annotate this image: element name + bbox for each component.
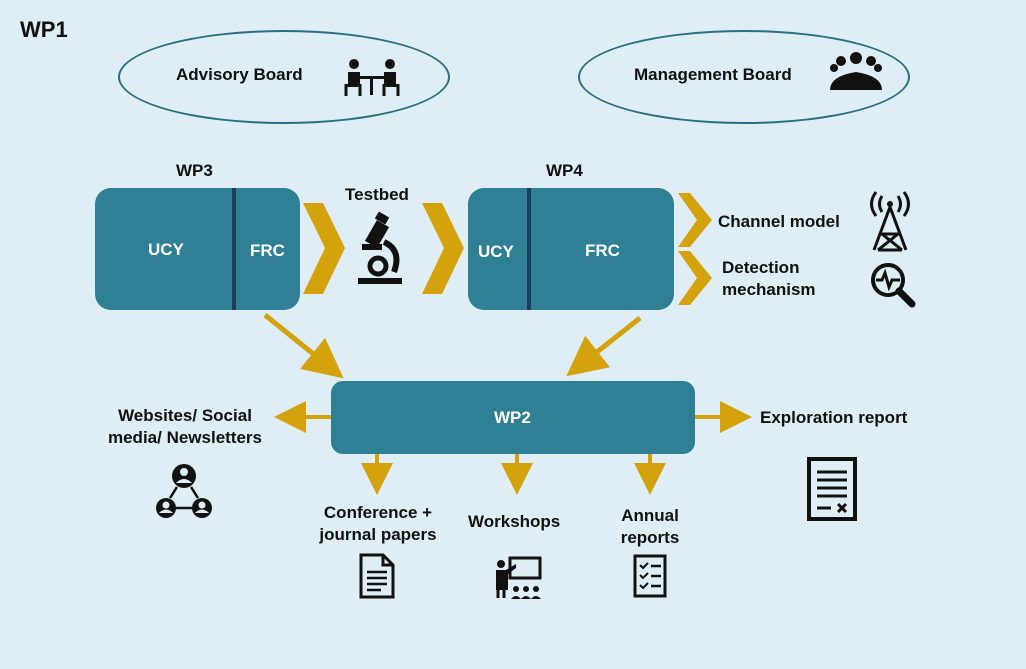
chevron-arrow-detection bbox=[678, 251, 712, 305]
diagram-title: WP1 bbox=[20, 17, 68, 42]
testbed-label: Testbed bbox=[345, 185, 409, 204]
exploration-label: Exploration report bbox=[760, 408, 908, 427]
advisory-board-ellipse bbox=[118, 30, 450, 124]
arrow-wp3-to-wp2 bbox=[263, 313, 344, 379]
wp2-box bbox=[331, 381, 695, 454]
group-icon bbox=[830, 52, 882, 90]
chevron-arrow-1 bbox=[303, 203, 345, 294]
antenna-tower-icon bbox=[870, 191, 910, 252]
wp3-title: WP3 bbox=[176, 161, 213, 180]
wp4-divider bbox=[527, 188, 531, 310]
presenter-icon bbox=[496, 556, 542, 599]
annual-line2: reports bbox=[620, 528, 680, 547]
conference-line2: journal papers bbox=[319, 525, 437, 544]
wp2-label: WP2 bbox=[494, 408, 531, 427]
wp3-box bbox=[95, 188, 300, 310]
websites-line2: media/ Newsletters bbox=[107, 428, 262, 447]
network-people-icon bbox=[156, 464, 212, 518]
wp4-box bbox=[468, 188, 674, 310]
microscope-icon bbox=[358, 212, 402, 284]
report-document-icon bbox=[807, 457, 857, 521]
arrow-wp4-to-wp2 bbox=[566, 316, 642, 377]
advisory-board-label: Advisory Board bbox=[176, 65, 303, 84]
workshops-label: Workshops bbox=[468, 512, 561, 531]
signal-magnifier-icon bbox=[871, 263, 916, 308]
management-board-ellipse bbox=[578, 30, 910, 124]
annual-line1: Annual bbox=[621, 506, 679, 525]
wp4-title: WP4 bbox=[546, 161, 583, 180]
chevron-arrow-channel bbox=[678, 193, 712, 247]
detection-line1: Detection bbox=[722, 258, 800, 277]
wp3-frc-label: FRC bbox=[250, 241, 285, 260]
management-board-label: Management Board bbox=[634, 65, 792, 84]
websites-line1: Websites/ Social bbox=[118, 406, 252, 425]
conference-line1: Conference + bbox=[323, 503, 433, 522]
checklist-icon bbox=[633, 554, 667, 598]
chevron-arrow-2 bbox=[422, 203, 464, 294]
wp3-divider bbox=[232, 188, 236, 310]
paper-document-icon bbox=[359, 553, 395, 599]
detection-line2: mechanism bbox=[722, 280, 816, 299]
wp4-frc-label: FRC bbox=[585, 241, 620, 260]
channel-model-label: Channel model bbox=[718, 212, 840, 231]
meeting-table-icon bbox=[344, 59, 400, 96]
wp3-ucy-label: UCY bbox=[148, 240, 184, 259]
wp4-ucy-label: UCY bbox=[478, 242, 514, 261]
